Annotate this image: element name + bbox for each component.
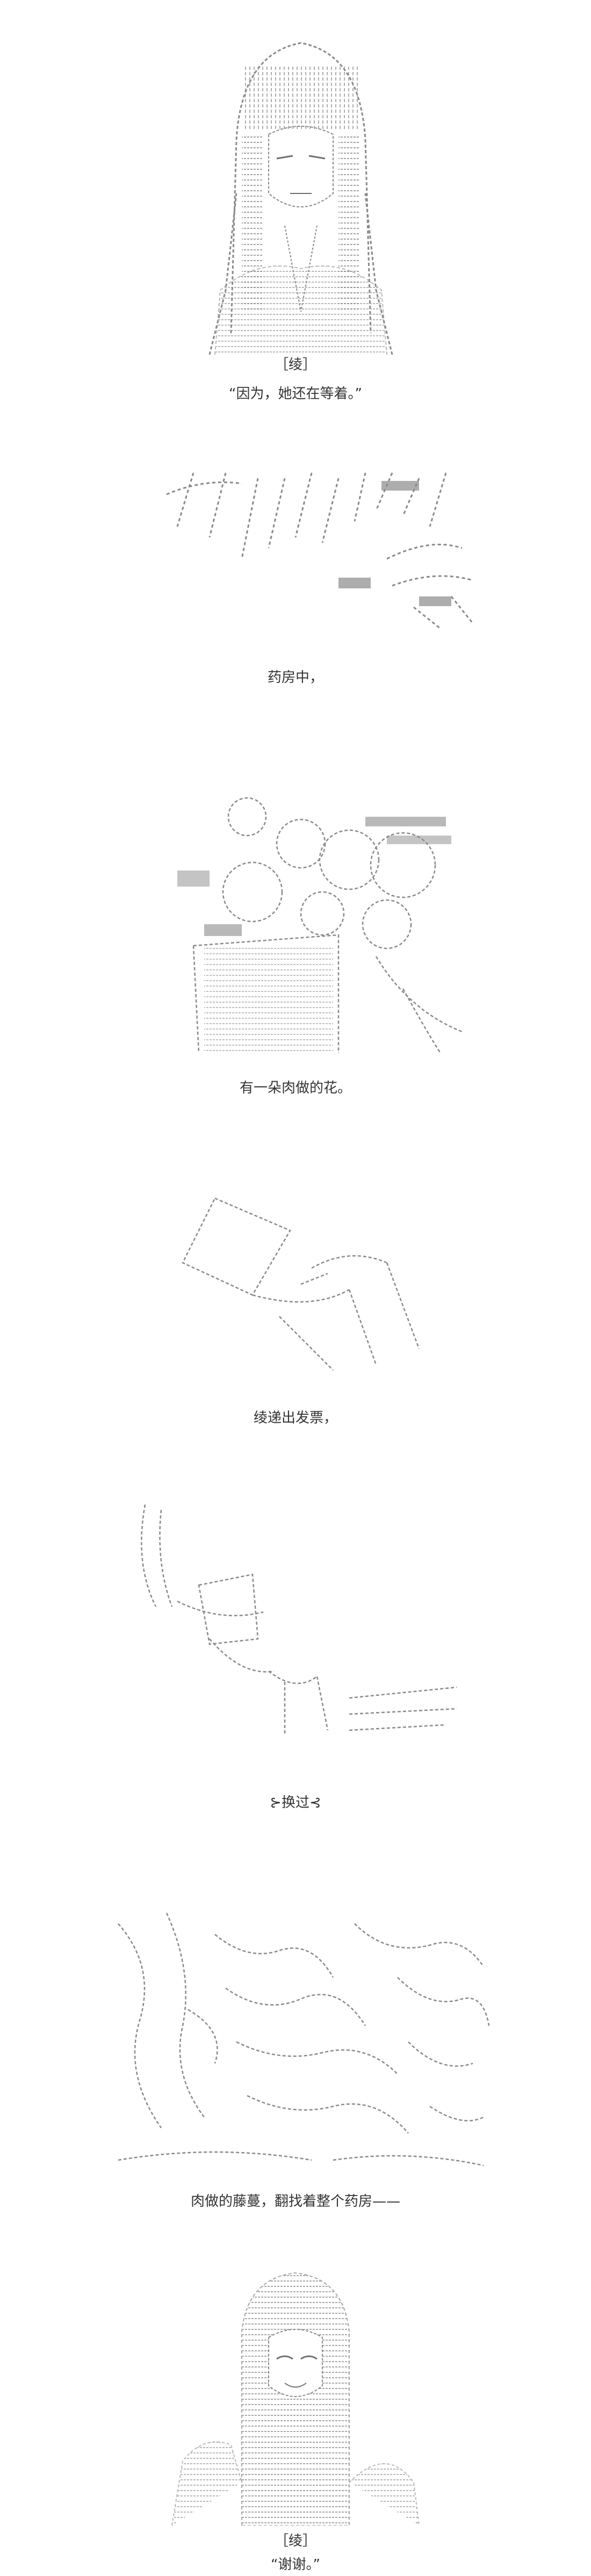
vines-art	[107, 1902, 494, 2176]
exchange-art	[124, 1499, 467, 1768]
speaker-label: ［绫］	[274, 2533, 316, 2549]
pharmacy-svg	[166, 472, 474, 630]
narration-text: 有一朵肉做的花。	[239, 1080, 351, 1096]
flesh-flower-svg	[177, 797, 463, 1054]
panel-5: ⊱换过⊰	[0, 1483, 591, 1838]
dialogue-text: “因为，她还在等着。”	[229, 386, 362, 402]
panel-4: 绫递出发票，	[0, 1155, 591, 1467]
hooded-figure-svg	[208, 42, 393, 355]
speaker-label: ［绫］	[274, 357, 316, 373]
receipt-handover-svg	[182, 1197, 420, 1371]
receipt-handover-art	[172, 1188, 430, 1381]
panel-7: ［绫］ “谢谢。”	[0, 2246, 591, 2576]
narration-text: ⊱换过⊰	[270, 1795, 321, 1811]
dialogue-text: “谢谢。”	[271, 2557, 320, 2573]
flesh-flower-art	[161, 785, 484, 1064]
hooded-figure-art	[150, 32, 451, 355]
smiling-figure-art	[161, 2257, 430, 2525]
smiling-figure-svg	[171, 2272, 420, 2525]
narration-text: 药房中，	[267, 670, 323, 686]
exchange-svg	[141, 1504, 457, 1736]
narration-text: 肉做的藤蔓，翻找着整个药房——	[190, 2193, 400, 2210]
pharmacy-art	[161, 462, 484, 634]
panel-6: 肉做的藤蔓，翻找着整个药房——	[0, 1870, 591, 2246]
narration-text: 绫递出发票，	[253, 1410, 337, 1426]
panel-3: 有一朵肉做的花。	[0, 774, 591, 1107]
panel-1: ［绫］ “因为，她还在等着。”	[0, 0, 591, 402]
vines-svg	[118, 1912, 490, 2167]
panel-2: 药房中，	[0, 451, 591, 731]
